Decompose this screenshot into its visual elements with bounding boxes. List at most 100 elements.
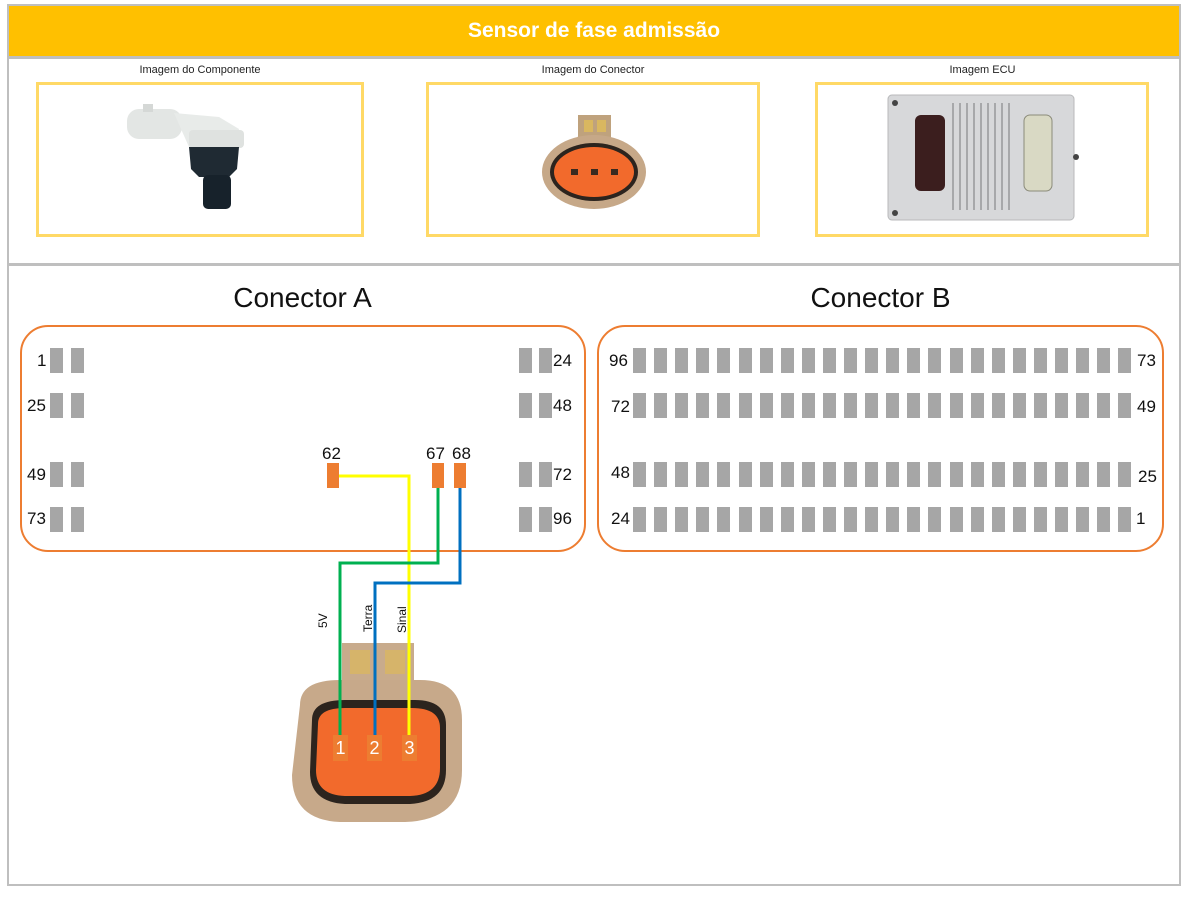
- pin-slot: [654, 507, 668, 532]
- pin-slot: [822, 462, 836, 487]
- pin-slot: [1055, 507, 1068, 532]
- pin-number-68: 68: [452, 444, 471, 463]
- pin-slot: [519, 507, 532, 532]
- pin-slot: [696, 462, 710, 487]
- pin-slot: [1033, 348, 1047, 373]
- pin-slot: [970, 507, 984, 532]
- pin-slot: [991, 348, 1005, 373]
- pin-slot: [970, 393, 984, 418]
- pin-slot: [907, 462, 921, 487]
- wire-label-terra: Terra: [361, 604, 375, 632]
- pin-slot: [844, 348, 857, 373]
- pin-slot: [886, 348, 900, 373]
- wire-sinal: [339, 474, 411, 745]
- pin-slot: [1076, 507, 1090, 532]
- pin-slot: [1118, 507, 1132, 532]
- pin-slot: [949, 507, 963, 532]
- pin-slot: [1097, 507, 1111, 532]
- pin-slot: [1076, 462, 1090, 487]
- ecu-caption: Imagem ECU: [949, 64, 1016, 76]
- pin-slot: [675, 348, 689, 373]
- pin-slot: [1055, 393, 1068, 418]
- pin-label: 96: [609, 351, 628, 370]
- pin-label: 1: [37, 351, 47, 370]
- pin-slot: [759, 507, 773, 532]
- pin-slot: [949, 462, 963, 487]
- pin-slot: [1012, 462, 1026, 487]
- pin-number-67: 67: [426, 444, 445, 463]
- pin-slot: [633, 507, 646, 532]
- connector-b-title: Conector B: [810, 282, 951, 313]
- pin-slot: [738, 462, 752, 487]
- ecu-module-image: [887, 94, 1079, 221]
- page-frame: [7, 4, 1181, 886]
- pin-slot: [822, 348, 836, 373]
- pin-slot: [1097, 462, 1111, 487]
- camshaft-sensor-image: [127, 104, 244, 209]
- pin-67[interactable]: [432, 463, 444, 488]
- pin-slot: [633, 348, 646, 373]
- wire-terra: [373, 488, 462, 745]
- pin-label: 73: [27, 509, 46, 528]
- pin-slot: [949, 393, 963, 418]
- pin-slot: [696, 393, 710, 418]
- pin-slot: [1033, 507, 1047, 532]
- pin-slot: [991, 393, 1005, 418]
- pin-slot: [780, 507, 794, 532]
- pin-slot: [844, 462, 857, 487]
- pin-slot: [50, 348, 63, 373]
- pin-slot: [928, 348, 942, 373]
- pin-slot: [801, 507, 815, 532]
- sensor-pin-3[interactable]: 3: [402, 735, 417, 761]
- pin-slot: [50, 393, 63, 418]
- pin-slot: [865, 348, 879, 373]
- pin-number-62: 62: [322, 444, 341, 463]
- pin-62[interactable]: [327, 463, 339, 488]
- pin-slot: [1055, 348, 1068, 373]
- pin-label: 48: [611, 463, 630, 482]
- pin-slot: [71, 348, 84, 373]
- wire-5v: [338, 488, 440, 745]
- pin-slot: [865, 462, 879, 487]
- pin-slot: [539, 348, 552, 373]
- pin-label: 73: [1137, 351, 1156, 370]
- sensor-pin-1[interactable]: 1: [333, 735, 348, 761]
- pin-slot: [50, 462, 63, 487]
- pin-slot: [844, 507, 857, 532]
- component-image: [36, 82, 364, 237]
- pin-slot: [970, 462, 984, 487]
- pin-slot: [1012, 348, 1026, 373]
- pin-slot: [1076, 348, 1090, 373]
- pin-slot: [907, 507, 921, 532]
- pin-slot: [1033, 393, 1047, 418]
- sensor-pin-2[interactable]: 2: [367, 735, 382, 761]
- pin-slot: [1097, 393, 1111, 418]
- pin-slot: [539, 462, 552, 487]
- pin-slot: [1012, 507, 1026, 532]
- pin-slot: [907, 348, 921, 373]
- pin-slot: [1012, 393, 1026, 418]
- pin-slot: [738, 507, 752, 532]
- pin-slot: [717, 462, 731, 487]
- pin-slot: [738, 393, 752, 418]
- page-title: Sensor de fase admissão: [9, 6, 1179, 56]
- pin-slot: [654, 462, 668, 487]
- pin-slot: [1118, 348, 1132, 373]
- pin-slot: [717, 393, 731, 418]
- pin-slot: [738, 348, 752, 373]
- pin-slot: [71, 507, 84, 532]
- pin-slot: [675, 462, 689, 487]
- pin-slot: [759, 393, 773, 418]
- pin-slot: [780, 462, 794, 487]
- pin-slot: [696, 507, 710, 532]
- pin-slot: [675, 507, 689, 532]
- pin-slot: [539, 507, 552, 532]
- pin-68[interactable]: [454, 463, 466, 488]
- wire-label-sinal: Sinal: [395, 606, 409, 633]
- pin-slot: [865, 507, 879, 532]
- connector-image: [426, 82, 760, 237]
- divider: [9, 263, 1179, 266]
- pin-label: 72: [611, 397, 630, 416]
- pin-label: 25: [1138, 467, 1157, 486]
